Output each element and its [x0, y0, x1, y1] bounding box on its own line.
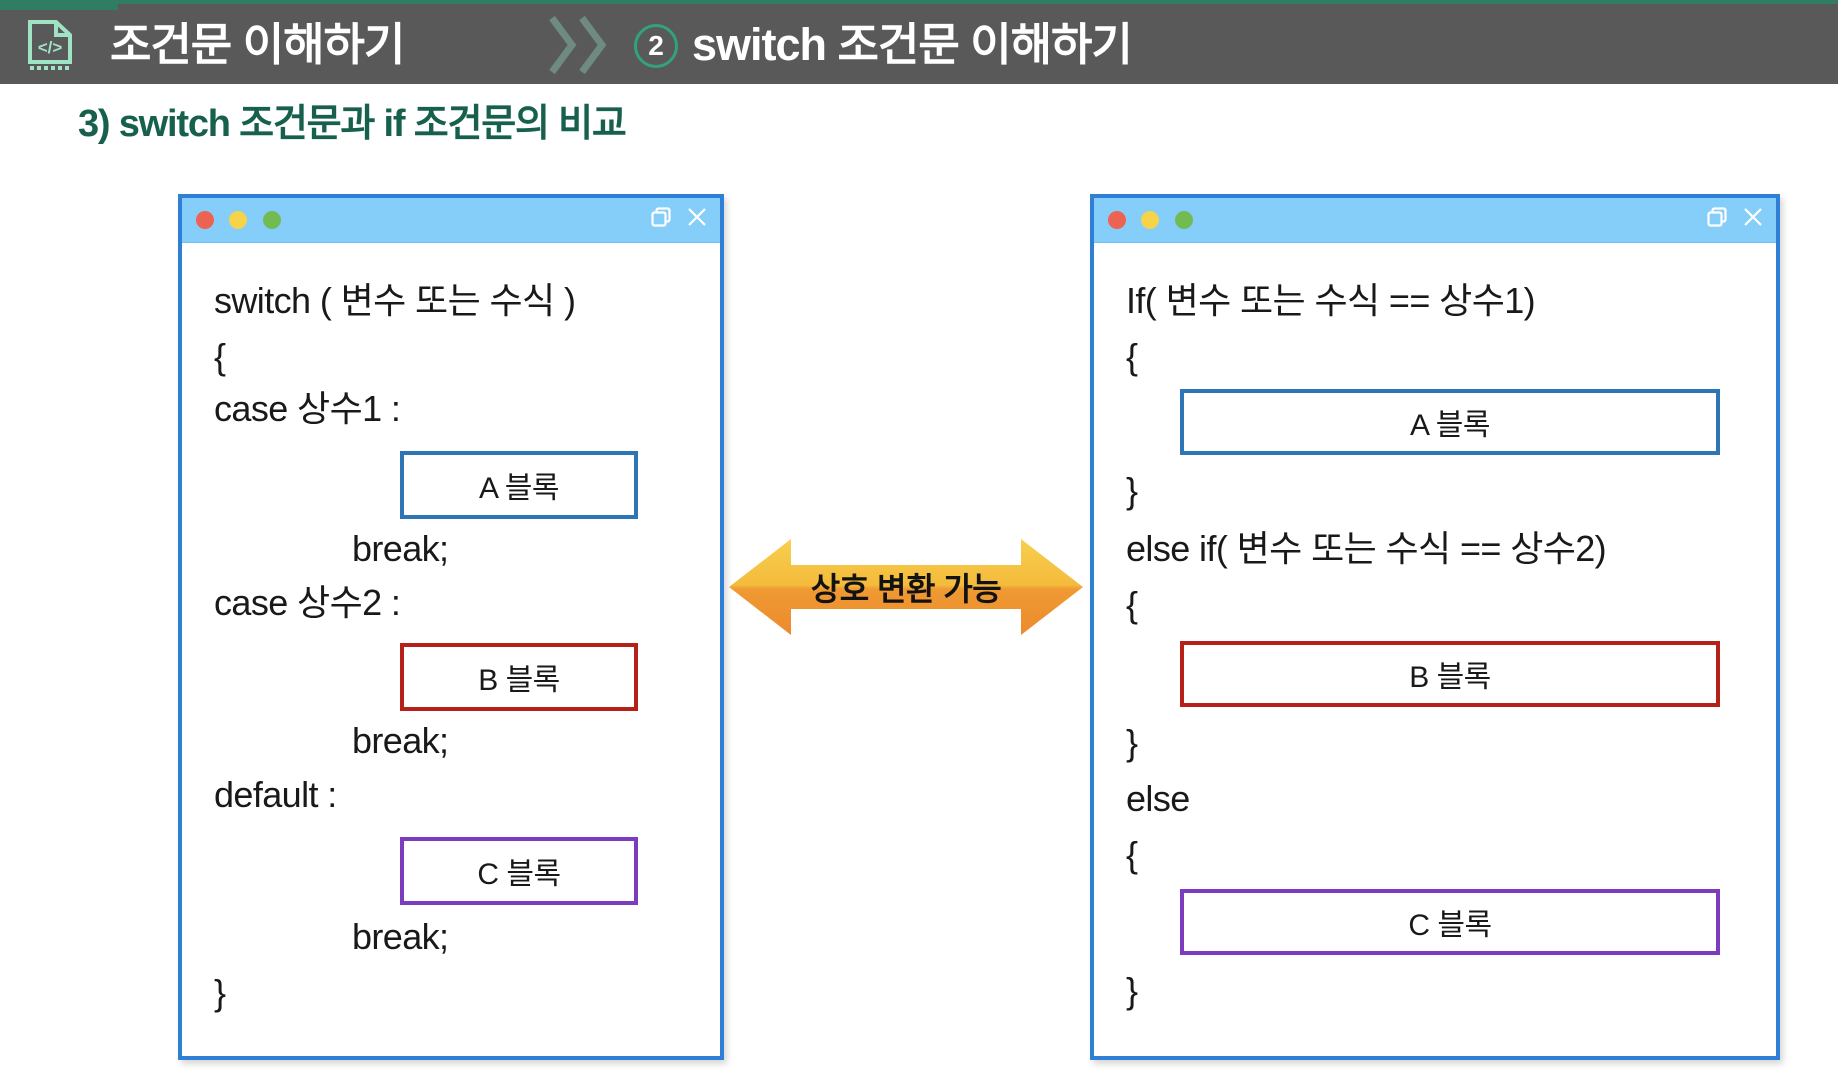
code-line-else: else	[1126, 778, 1190, 819]
code-line-default: default :	[214, 774, 337, 815]
block-b-box: B 블록	[400, 643, 638, 711]
switch-window-titlebar[interactable]	[182, 198, 720, 243]
if-window: If( 변수 또는 수식 == 상수1) { A 블록 } else if( 변…	[1090, 194, 1780, 1060]
block-c-label: C 블록	[1408, 909, 1492, 942]
block-a-label: A 블록	[479, 472, 559, 505]
minimize-dot-icon[interactable]	[1141, 211, 1160, 229]
chevron-right-icon	[548, 14, 578, 76]
block-b-box: B 블록	[1180, 641, 1720, 707]
code-line-open-brace-2: {	[1126, 584, 1138, 625]
code-line-open-brace: {	[214, 336, 226, 377]
code-line-case2: case 상수2 :	[214, 582, 401, 623]
code-line-else-if: else if( 변수 또는 수식 == 상수2)	[1126, 528, 1607, 569]
block-a-box: A 블록	[400, 451, 638, 519]
file-code-icon: </>	[26, 20, 74, 72]
section-subtitle: 3) switch 조건문과 if 조건문의 비교	[78, 103, 627, 145]
code-line-switch-header: switch ( 변수 또는 수식 )	[214, 280, 576, 321]
minimize-dot-icon[interactable]	[229, 211, 248, 229]
traffic-light-dots	[196, 211, 292, 229]
chevron-right-icon-2	[578, 14, 608, 76]
svg-text:</>: </>	[38, 38, 63, 57]
switch-window: switch ( 변수 또는 수식 ) { case 상수1 : A 블록 br…	[178, 194, 724, 1060]
maximize-dot-icon[interactable]	[262, 211, 281, 229]
close-dot-icon[interactable]	[196, 211, 214, 229]
if-window-titlebar[interactable]	[1094, 198, 1776, 243]
switch-window-controls	[650, 206, 708, 228]
block-b-label: B 블록	[478, 664, 560, 697]
code-line-close-brace-3: }	[1126, 970, 1138, 1011]
step-badge: 2	[634, 24, 678, 68]
code-line-break1: break;	[352, 528, 449, 569]
header-title-primary: 조건문 이해하기	[110, 19, 405, 70]
code-line-open-brace-1: {	[1126, 336, 1138, 377]
close-dot-icon[interactable]	[1108, 211, 1126, 229]
code-line-if-header: If( 변수 또는 수식 == 상수1)	[1126, 280, 1536, 321]
block-a-box: A 블록	[1180, 389, 1720, 455]
code-line-close-brace: }	[214, 972, 226, 1013]
block-c-box: C 블록	[400, 837, 638, 905]
maximize-dot-icon[interactable]	[1174, 211, 1193, 229]
block-c-box: C 블록	[1180, 889, 1720, 955]
restore-icon[interactable]	[1706, 206, 1728, 228]
block-a-label: A 블록	[1410, 409, 1490, 442]
switch-window-body: switch ( 변수 또는 수식 ) { case 상수1 : A 블록 br…	[182, 243, 720, 1056]
header-bar: </> 조건문 이해하기 2 switch 조건문 이해하기	[0, 0, 1838, 84]
traffic-light-dots-right	[1108, 211, 1204, 229]
close-icon[interactable]	[686, 206, 708, 228]
code-line-open-brace-3: {	[1126, 834, 1138, 875]
code-line-close-brace-1: }	[1126, 470, 1138, 511]
restore-icon[interactable]	[650, 206, 672, 228]
code-line-break2: break;	[352, 720, 449, 761]
code-line-close-brace-2: }	[1126, 722, 1138, 763]
if-window-controls	[1706, 206, 1764, 228]
convertible-arrow: 상호 변환 가능	[729, 533, 1083, 641]
block-b-label: B 블록	[1409, 661, 1491, 694]
if-window-body: If( 변수 또는 수식 == 상수1) { A 블록 } else if( 변…	[1094, 243, 1776, 1056]
code-line-break3: break;	[352, 916, 449, 957]
header-title-secondary: switch 조건문 이해하기	[692, 19, 1133, 70]
block-c-label: C 블록	[477, 858, 561, 891]
close-icon[interactable]	[1742, 206, 1764, 228]
header-accent-strip	[0, 4, 118, 10]
code-line-case1: case 상수1 :	[214, 388, 401, 429]
